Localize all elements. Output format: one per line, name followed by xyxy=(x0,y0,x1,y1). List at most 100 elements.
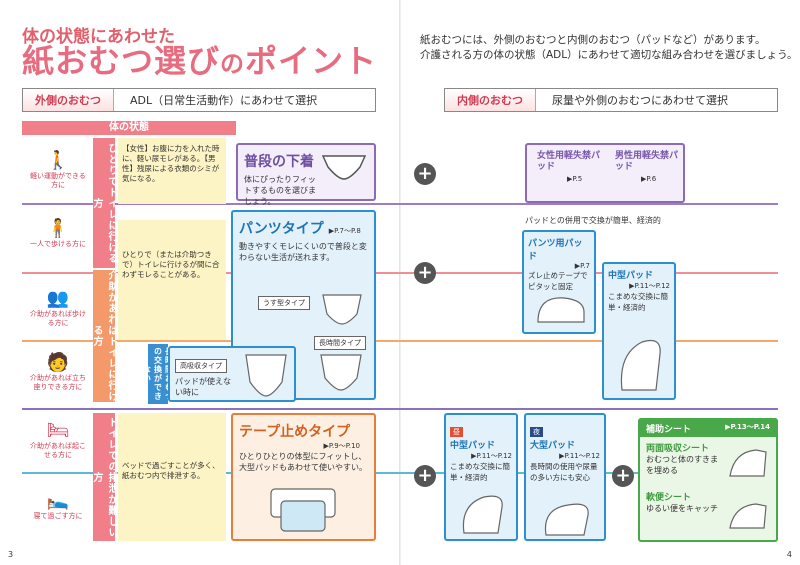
soft-sheet-icon xyxy=(729,503,767,529)
night-badge: 夜 xyxy=(530,427,543,437)
title-main: 紙おむつ選び xyxy=(22,42,221,80)
card-large-pad: 夜 大型パッド ▶P.11〜P.12 長時間の使用や尿量の多い方にも安心 xyxy=(524,413,606,541)
tape-desc: ひとりひとりの体型にフィットし、大型パッドもあわせて使いやすい。 xyxy=(239,452,367,472)
female-pad-ref: ▶P.5 xyxy=(567,175,583,183)
medium-pad-b-icon xyxy=(462,495,503,534)
title-particle: の xyxy=(220,50,246,78)
pants-pad-ref: ▶P.7 xyxy=(574,262,590,270)
double-sheet-icon xyxy=(729,449,767,477)
pants-pad-title: パンツ用パッド xyxy=(528,239,583,262)
page-number-right: 4 xyxy=(786,550,792,559)
pants-desc: 動きやすくモレにくいので普段と変わらない生活が送れます。 xyxy=(239,242,367,262)
card-aux-sheet: 補助シート ▶P.13〜P.14 両面吸収シート おむつと体のすきまを埋める 軟… xyxy=(638,418,778,542)
medium-pad-a-icon xyxy=(620,339,661,391)
vbar-toilet-hard: トイレでの排泄が難しい方 xyxy=(91,413,117,541)
normal-underwear-title: 普段の下着 xyxy=(244,154,314,170)
pants-title: パンツタイプ xyxy=(239,221,324,237)
large-pad-desc: 長時間の使用や尿量の多い方にも安心 xyxy=(530,462,598,482)
pants-diaper-icon-thin xyxy=(322,294,362,325)
card-medium-pad-b: 昼 中型パッド ▶P.11〜P.12 こまめな交換に簡単・経済的 xyxy=(444,413,518,541)
high-absorb-label: 高吸収タイプ xyxy=(175,359,227,373)
inner-diaper-text: 尿量や外側のおむつにあわせて選択 xyxy=(552,94,728,107)
pants-ref: ▶P.7〜P.8 xyxy=(328,227,361,235)
condition-header: 体の状態 xyxy=(22,121,236,135)
row-line-cyan xyxy=(22,472,778,474)
outer-diaper-text: ADL（日常生活動作）にあわせて選択 xyxy=(130,94,318,107)
large-pad-icon xyxy=(544,503,589,536)
high-absorb-diaper-icon xyxy=(245,354,287,397)
cane-person-icon: 🧍 xyxy=(46,218,70,239)
aux-sheet-ref: ▶P.13〜P.14 xyxy=(725,423,770,431)
male-pad-ref: ▶P.6 xyxy=(641,175,657,183)
high-absorb-desc: パッドが使えない時に xyxy=(175,377,231,397)
chip-long-type: 長時間タイプ xyxy=(314,336,366,350)
plus-icon-1: + xyxy=(414,163,436,185)
walking-person-icon: 🚶 xyxy=(46,150,70,171)
double-sheet-desc: おむつと体のすきまを埋める xyxy=(646,455,718,475)
person-assisted-stand: 🧑 介助があれば立ち座りできる方に xyxy=(30,352,86,391)
aux-sheet-header: 補助シート ▶P.13〜P.14 xyxy=(640,420,776,437)
row-line-purple xyxy=(22,203,778,205)
plus-icon-3: + xyxy=(414,465,436,487)
bedridden-icon: 🛌 xyxy=(46,490,70,511)
chip-thin-type: うす型タイプ xyxy=(258,296,310,310)
card-normal-underwear: 普段の下着 体にぴったりフィットするものを選びましょう。 xyxy=(236,143,376,206)
vbar-toilet-assist: 介助があればトイレに行ける方 xyxy=(91,270,117,402)
title-line1: 体の状態にあわせた xyxy=(22,27,175,47)
tape-ref: ▶P.9〜P.10 xyxy=(323,442,360,450)
pants-pad-icon xyxy=(537,297,585,323)
outer-diaper-label: 外側のおむつ xyxy=(23,89,114,111)
person-assisted-walk: 👥 介助があれば歩ける方に xyxy=(30,288,86,327)
female-pad-title: 女性用軽失禁パッド xyxy=(537,151,601,172)
long-time-label: 長時間おむつの交換ができない xyxy=(143,344,174,404)
person-assisted-sit: 🛏 介助があれば起こせる方に xyxy=(30,420,86,459)
person-walk-alone: 🧍 一人で歩ける方に xyxy=(30,218,86,248)
page-number-left: 3 xyxy=(8,550,14,559)
pants-diaper-icon-long xyxy=(320,354,362,391)
pad-combination-note: パッドとの併用で交換が簡単、経済的 xyxy=(525,216,661,225)
page-fold xyxy=(399,0,401,565)
aux-sheet-title: 補助シート xyxy=(646,425,692,435)
medium-pad-b-desc: こまめな交換に簡単・経済的 xyxy=(450,462,510,482)
medium-pad-b-ref: ▶P.11〜P.12 xyxy=(471,452,512,460)
soft-sheet-desc: ゆるい便をキャッチ xyxy=(646,504,718,513)
soft-sheet-title: 軟便シート xyxy=(646,493,692,503)
medium-pad-a-ref: ▶P.11〜P.12 xyxy=(629,282,670,290)
card-tape-type: テープ止めタイプ ▶P.9〜P.10 ひとりひとりの体型にフィットし、大型パッド… xyxy=(231,413,376,541)
inner-diaper-tab: 内側のおむつ 尿量や外側のおむつにあわせて選択 xyxy=(444,88,778,112)
card-pants-pad: パンツ用パッド ▶P.7 ズレ止めテープでピタッと固定 xyxy=(522,230,596,334)
title-point: ポイント xyxy=(245,42,378,80)
double-sheet-title: 両面吸収シート xyxy=(646,444,710,454)
intro-line1: 紙おむつには、外側のおむつと内側のおむつ（パッドなど）があります。 xyxy=(420,34,766,46)
row-line-violet xyxy=(22,408,778,410)
tape-title: テープ止めタイプ xyxy=(239,424,351,440)
person-bedridden: 🛌 寝て過ごす方に xyxy=(28,490,88,521)
inner-diaper-label: 内側のおむつ xyxy=(445,89,536,111)
card-light-pads: 女性用軽失禁パッド ▶P.5 男性用軽失禁パッド ▶P.6 xyxy=(525,143,685,203)
assisted-walking-icon: 👥 xyxy=(46,288,70,309)
medium-pad-a-title: 中型パッド xyxy=(608,271,654,281)
male-pad-title: 男性用軽失禁パッド xyxy=(615,151,679,172)
note-cant-make-it: ひとりで（または介助つきで）トイレに行けるが間に合わずモレることがある。 xyxy=(118,220,226,340)
plus-icon-4: + xyxy=(612,465,634,487)
person-light-exercise: 🚶 軽い運動ができる方に xyxy=(28,150,88,190)
pants-pad-desc: ズレ止めテープでピタッと固定 xyxy=(528,271,588,291)
outer-diaper-tab: 外側のおむつ ADL（日常生活動作）にあわせて選択 xyxy=(22,88,376,112)
card-high-absorb: 高吸収タイプ パッドが使えない時に xyxy=(168,346,296,402)
large-pad-ref: ▶P.11〜P.12 xyxy=(559,452,600,460)
note-bed: ベッドで過ごすことが多く、紙おむつ内で排泄する。 xyxy=(118,413,226,541)
assisted-standing-icon: 🧑 xyxy=(46,352,70,373)
underwear-icon xyxy=(321,155,367,180)
page-title: 紙おむつ選びのポイント xyxy=(22,44,377,81)
tape-diaper-icon xyxy=(270,488,336,532)
vbar-toilet-self: ひとりでトイレに行ける方 xyxy=(91,138,117,268)
card-medium-pad-a: 中型パッド ▶P.11〜P.12 こまめな交換に簡単・経済的 xyxy=(602,262,676,400)
medium-pad-a-desc: こまめな交換に簡単・経済的 xyxy=(608,292,668,312)
day-badge: 昼 xyxy=(450,427,463,437)
intro-line2: 介護される方の体の状態（ADL）にあわせて適切な組み合わせを選びましょう。 xyxy=(420,49,798,61)
normal-underwear-desc: 体にぴったりフィットするものを選びましょう。 xyxy=(244,175,316,206)
row-line-orange xyxy=(22,340,778,342)
medium-pad-b-title: 中型パッド xyxy=(450,441,496,451)
assisted-sitting-icon: 🛏 xyxy=(46,420,70,441)
